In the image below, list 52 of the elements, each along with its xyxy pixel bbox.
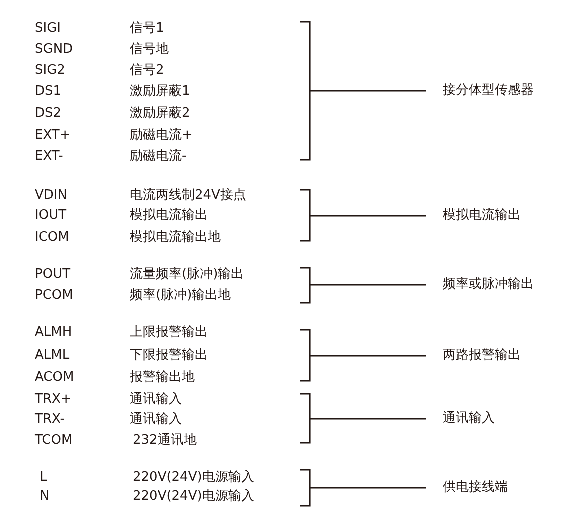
connector-line <box>310 215 426 217</box>
pin-description: 模拟电流输出 <box>130 208 208 224</box>
pin-name: SIG2 <box>35 63 66 79</box>
pin-description: 励磁电流- <box>130 149 187 165</box>
pin-name: L <box>40 470 48 486</box>
pin-name: IOUT <box>35 208 67 224</box>
group-label: 通讯输入 <box>443 411 495 427</box>
pin-name: TRX+ <box>35 392 72 408</box>
connector-line <box>310 284 426 286</box>
pin-name: DS2 <box>35 106 62 122</box>
pin-name: ACOM <box>35 370 74 386</box>
pin-description: 信号地 <box>130 42 169 58</box>
pin-description: 频率(脉冲)输出地 <box>130 288 232 304</box>
pin-name: POUT <box>35 267 71 283</box>
group-label: 供电接线端 <box>443 480 508 496</box>
pin-name: ALMH <box>35 325 72 341</box>
pin-description: 通讯输入 <box>130 412 182 428</box>
pin-description: 信号1 <box>130 21 164 37</box>
group-label: 接分体型传感器 <box>443 83 534 99</box>
pin-description: 232通讯地 <box>133 433 197 449</box>
pin-description: 通讯输入 <box>130 392 182 408</box>
pin-name: ALML <box>35 348 70 364</box>
connector-line <box>310 418 426 420</box>
pin-name: TCOM <box>35 433 73 449</box>
pin-description: 模拟电流输出地 <box>130 230 221 246</box>
pin-name: ICOM <box>35 230 70 246</box>
pin-description: 激励屏蔽2 <box>130 106 190 122</box>
pin-description: 下限报警输出 <box>130 348 208 364</box>
pin-name: N <box>40 489 50 505</box>
pin-description: 220V(24V)电源输入 <box>133 489 254 505</box>
pin-name: DS1 <box>35 84 62 100</box>
group-label: 模拟电流输出 <box>443 208 521 224</box>
pin-description: 电流两线制24V接点 <box>130 188 246 204</box>
pin-name: VDIN <box>35 188 68 204</box>
pin-name: SGND <box>35 42 74 58</box>
pin-description: 励磁电流+ <box>130 128 193 144</box>
pin-description: 上限报警输出 <box>130 325 208 341</box>
connector-line <box>310 90 426 92</box>
group-label: 频率或脉冲输出 <box>443 277 534 293</box>
pin-name: SIGI <box>35 21 61 37</box>
pin-description: 报警输出地 <box>130 370 195 386</box>
connector-line <box>310 487 426 489</box>
pin-description: 信号2 <box>130 63 164 79</box>
pin-description: 激励屏蔽1 <box>130 84 190 100</box>
pin-description: 流量频率(脉冲)输出 <box>130 267 244 283</box>
pin-name: EXT- <box>35 149 64 165</box>
pin-name: PCOM <box>35 288 74 304</box>
pin-name: TRX- <box>35 412 65 428</box>
group-label: 两路报警输出 <box>443 348 521 364</box>
pin-name: EXT+ <box>35 128 71 144</box>
pin-description: 220V(24V)电源输入 <box>133 470 254 486</box>
connector-line <box>310 355 426 357</box>
